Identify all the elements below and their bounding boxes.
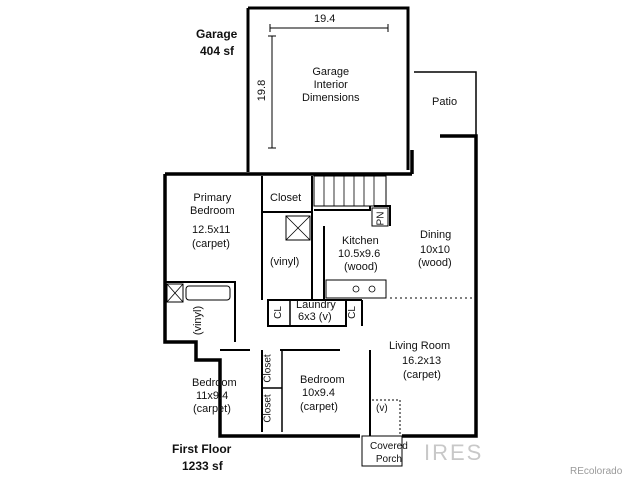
closet-3-label: Closet [262, 394, 274, 423]
garage-depth-dim: 19.8 [256, 79, 269, 102]
closet-main-label: Closet [270, 192, 302, 204]
dining-name: Dining [420, 229, 452, 241]
garage-area: 404 sf [200, 44, 235, 58]
first-floor-title: First Floor [172, 442, 232, 456]
patio-label: Patio [432, 96, 458, 108]
dining-size: 10x10 [420, 244, 450, 256]
garage-width-dim: 19.4 [314, 13, 336, 25]
closet-right-label: CL [346, 306, 358, 319]
kitchen-floor: (wood) [344, 261, 378, 273]
dining-floor: (wood) [418, 257, 452, 269]
primary-bedroom-size: 12.5x11 [192, 224, 231, 236]
first-floor-area: 1233 sf [182, 459, 223, 473]
patio-walls [414, 71, 477, 136]
kitchen-name: Kitchen [342, 235, 379, 247]
garage-walls [246, 6, 410, 172]
laundry-size: 6x3 (v) [298, 311, 332, 323]
hall-bath-floor: (vinyl) [192, 305, 205, 336]
living-room-floor: (carpet) [403, 369, 441, 381]
primary-bedroom-floor: (carpet) [192, 238, 230, 250]
living-room-size: 16.2x13 [402, 355, 442, 367]
living-room-name: Living Room [389, 340, 451, 352]
kitchen-size: 10.5x9.6 [338, 248, 381, 260]
bedroom-2-name: Bedroom [192, 377, 237, 389]
bedroom-3-size: 10x9.4 [302, 387, 336, 399]
garage-interior-note: Garage Interior Dimensions [302, 66, 360, 104]
house-outer-walls [163, 134, 478, 438]
ires-watermark: IRES [424, 440, 484, 465]
covered-porch-label: Covered Porch [370, 441, 408, 465]
bedroom-2-floor: (carpet) [193, 403, 231, 415]
laundry-name: Laundry [296, 299, 336, 311]
primary-bath-floor: (vinyl) [270, 256, 300, 268]
closet-2-label: Closet [262, 354, 274, 383]
bedroom-2-size: 11x9.4 [196, 390, 229, 402]
primary-bedroom-name: Primary Bedroom [190, 192, 235, 217]
pantry-label: PN [375, 211, 387, 226]
recolorado-watermark: REcolorado [570, 466, 623, 477]
closet-left-label: CL [272, 306, 284, 319]
bedroom-3-name: Bedroom [300, 374, 345, 386]
bedroom-3-floor: (carpet) [300, 401, 338, 413]
garage-title: Garage [196, 27, 238, 41]
entry-floor: (v) [376, 403, 388, 414]
